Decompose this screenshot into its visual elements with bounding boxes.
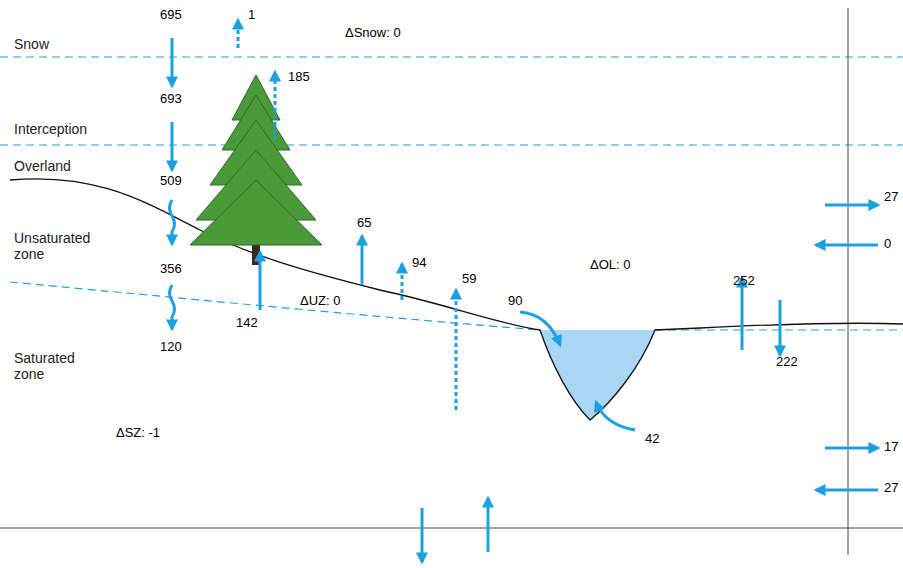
zone-label: Interception	[14, 121, 87, 137]
flux-value: 142	[236, 316, 258, 331]
storage-change: ΔUZ: 0	[300, 294, 340, 309]
flux-value: 693	[160, 92, 182, 107]
flux-value: 17	[884, 440, 898, 455]
zone-label: Overland	[14, 158, 71, 174]
flux-value: 695	[160, 8, 182, 23]
boundary-line	[848, 8, 849, 555]
flux-value: 27	[884, 190, 898, 205]
flux-value: 27	[884, 481, 898, 496]
flux-arrows	[170, 20, 879, 562]
flux-value: 185	[288, 70, 310, 85]
ground-surface	[10, 179, 903, 420]
flux-value: 0	[884, 237, 891, 252]
flux-value: 252	[733, 274, 755, 289]
interception-boundary	[0, 144, 903, 145]
tree	[190, 75, 322, 265]
flux-value: 59	[462, 272, 476, 287]
snow-boundary	[0, 56, 903, 57]
flux-value: 509	[160, 174, 182, 189]
flux-value: 120	[160, 340, 182, 355]
flux-value: 42	[645, 432, 659, 447]
storage-change: ΔOL: 0	[590, 258, 630, 273]
flux-value: 1	[248, 8, 255, 23]
zone-label: Saturated zone	[14, 350, 94, 382]
storage-change: ΔSnow: 0	[345, 26, 401, 41]
flux-value: 94	[412, 256, 426, 271]
storage-change: ΔSZ: -1	[116, 426, 160, 441]
flux-value: 222	[776, 355, 798, 370]
zone-label: Snow	[14, 36, 49, 52]
flux-value: 65	[357, 216, 371, 231]
bottom-line	[0, 528, 903, 529]
water-table	[10, 282, 540, 330]
flux-value: 90	[508, 294, 522, 309]
zone-label: Unsaturated zone	[14, 230, 109, 262]
flux-value: 356	[160, 262, 182, 277]
